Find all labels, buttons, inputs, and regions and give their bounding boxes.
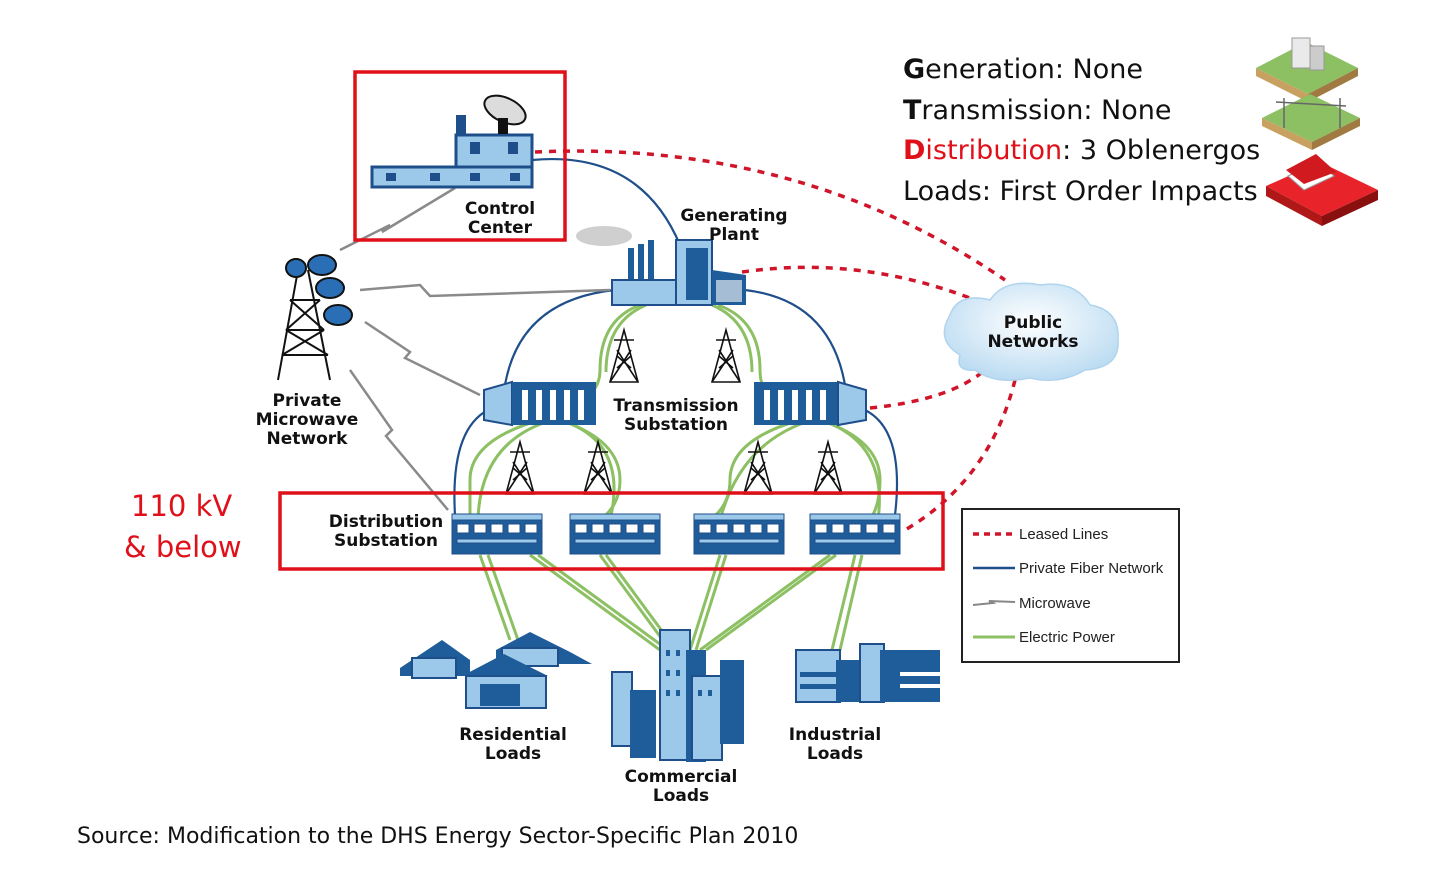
- control-center-label: Control Center: [465, 199, 535, 238]
- commercial-buildings: [611, 629, 744, 762]
- leased-lines-swatch: [973, 532, 1015, 536]
- svg-text:Network: Network: [267, 429, 349, 449]
- legend-leased-lines: Leased Lines: [971, 523, 1108, 545]
- control-center-building: [370, 94, 534, 189]
- microwave-swatch: [972, 600, 1016, 606]
- svg-text:Microwave: Microwave: [256, 410, 359, 430]
- legend-private-fiber: Private Fiber Network: [971, 557, 1163, 579]
- svg-text:Control: Control: [465, 199, 535, 219]
- source-caption: Source: Modification to the DHS Energy S…: [77, 824, 799, 849]
- control-center-highlight: [353, 70, 567, 242]
- private-microwave-label: Private Microwave Network: [256, 391, 359, 449]
- electric-power-swatch: [973, 635, 1015, 639]
- legend-microwave: Microwave: [971, 592, 1091, 614]
- industrial-loads-label: Industrial Loads: [789, 725, 881, 764]
- svg-text:Networks: Networks: [987, 332, 1078, 352]
- legend-electric-power: Electric Power: [971, 626, 1115, 648]
- public-networks-cloud: [943, 282, 1119, 381]
- svg-text:Distribution: Distribution: [329, 512, 443, 532]
- voltage-note-line1: 110 kV: [131, 489, 233, 523]
- distribution-line: Distribution: 3 Oblenergos: [903, 135, 1261, 166]
- svg-text:Generating: Generating: [680, 206, 787, 226]
- microwave-tower: [277, 254, 353, 381]
- svg-text:Transmission: Transmission: [613, 396, 738, 416]
- transmission-isometric-icon: [1262, 94, 1360, 150]
- svg-text:Center: Center: [468, 218, 533, 238]
- private-fiber-lines: [453, 158, 899, 516]
- generating-plant-building: [576, 226, 746, 306]
- distribution-highlight: [278, 491, 945, 571]
- generation-isometric-icon: [1256, 37, 1358, 102]
- svg-text:Loads: Loads: [807, 744, 863, 764]
- public-networks-label: Public Networks: [987, 313, 1078, 352]
- svg-text:Public: Public: [1004, 313, 1062, 333]
- svg-text:Substation: Substation: [334, 531, 438, 551]
- leased-lines: [534, 149, 1017, 532]
- generating-plant-label: Generating Plant: [680, 206, 787, 245]
- private-fiber-swatch: [973, 566, 1015, 570]
- svg-text:Substation: Substation: [624, 415, 728, 435]
- microwave-links: [339, 186, 611, 511]
- loads-line: Loads: First Order Impacts: [903, 175, 1258, 207]
- electric-power-lines: [468, 303, 882, 652]
- industrial-buildings: [795, 643, 940, 703]
- transmission-substation-left: [483, 380, 596, 427]
- distribution-substation-label: Distribution Substation: [329, 512, 443, 551]
- distribution-substations: [451, 513, 901, 555]
- residential-houses: [400, 632, 592, 709]
- transmission-substation-label: Transmission Substation: [613, 396, 738, 435]
- voltage-note-line2: & below: [124, 530, 242, 564]
- distribution-isometric-icon: [1266, 154, 1378, 226]
- transmission-line: Transmission: None: [903, 94, 1172, 126]
- svg-text:Commercial: Commercial: [625, 767, 738, 787]
- svg-text:Industrial: Industrial: [789, 725, 881, 745]
- svg-text:Loads: Loads: [653, 786, 709, 806]
- transmission-substation-right: [754, 380, 867, 427]
- residential-loads-label: Residential Loads: [459, 725, 567, 764]
- svg-text:Plant: Plant: [709, 225, 759, 245]
- svg-text:Residential: Residential: [459, 725, 567, 745]
- impact-summary: Generation: None Transmission: None Dist…: [903, 50, 1260, 212]
- generation-line: Generation: None: [903, 54, 1143, 85]
- legend: Leased Lines Private Fiber Network Micro…: [961, 508, 1180, 663]
- commercial-loads-label: Commercial Loads: [625, 767, 738, 806]
- svg-text:Loads: Loads: [485, 744, 541, 764]
- svg-text:Private: Private: [273, 391, 342, 411]
